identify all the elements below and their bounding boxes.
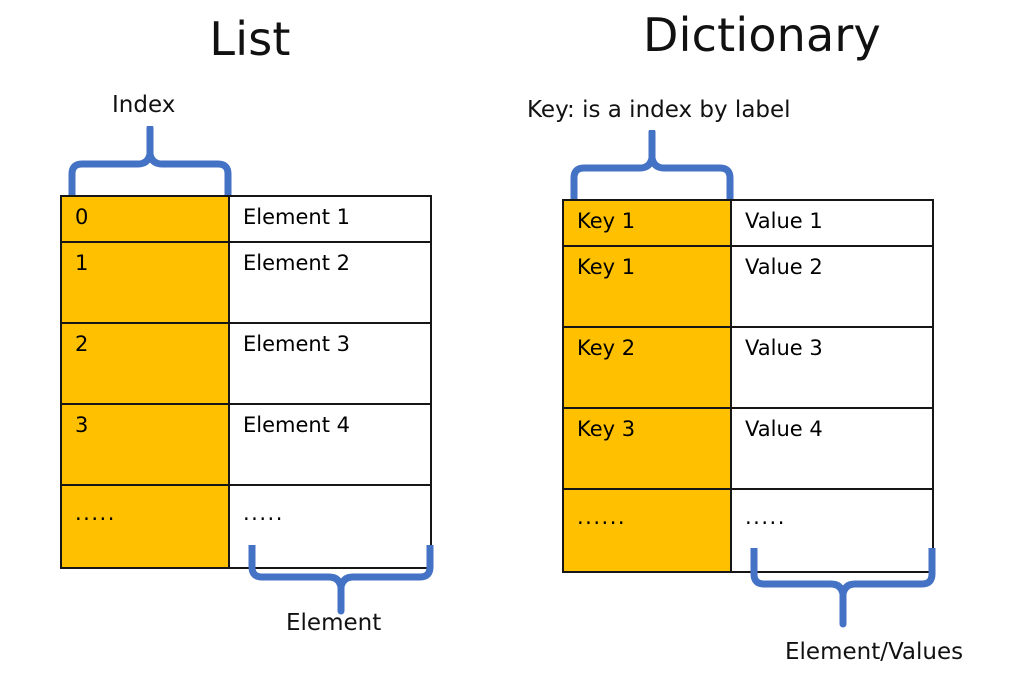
list-index-cell: 3 (62, 404, 230, 484)
list-element-cell: Element 3 (230, 323, 430, 403)
index-brace-icon (68, 124, 232, 200)
list-index-cell: 2 (62, 323, 230, 403)
table-row: 2 Element 3 (62, 323, 430, 405)
list-index-cell: 0 (62, 197, 230, 241)
key-label: Key: is a index by label (527, 97, 791, 123)
dict-key-cell-ellipsis: ...... (564, 489, 732, 571)
dict-key-cell: Key 3 (564, 408, 732, 488)
table-row: ...... ..... (564, 489, 932, 571)
list-element-cell-ellipsis: ..... (230, 485, 430, 567)
dict-value-cell: Value 1 (732, 201, 932, 245)
dict-value-cell: Value 4 (732, 408, 932, 488)
table-row: 3 Element 4 (62, 404, 430, 486)
dictionary-table: Key 1 Value 1 Key 1 Value 2 Key 2 Value … (562, 199, 934, 573)
list-index-cell-ellipsis: ..... (62, 485, 230, 567)
list-element-cell: Element 2 (230, 242, 430, 322)
table-row: ..... ..... (62, 485, 430, 567)
list-index-cell: 1 (62, 242, 230, 322)
element-label: Element (286, 610, 382, 636)
dict-value-cell: Value 2 (732, 246, 932, 326)
list-element-cell: Element 4 (230, 404, 430, 484)
table-row: Key 1 Value 2 (564, 246, 932, 328)
table-row: Key 1 Value 1 (564, 201, 932, 247)
list-title: List (209, 12, 291, 66)
list-table: 0 Element 1 1 Element 2 2 Element 3 3 El… (60, 195, 432, 569)
dict-key-cell: Key 1 (564, 246, 732, 326)
table-row: Key 3 Value 4 (564, 408, 932, 490)
dictionary-title: Dictionary (643, 8, 881, 62)
element-values-label: Element/Values (785, 639, 964, 665)
table-row: 1 Element 2 (62, 242, 430, 324)
list-element-cell: Element 1 (230, 197, 430, 241)
key-brace-icon (570, 128, 734, 204)
dict-key-cell: Key 1 (564, 201, 732, 245)
table-row: 0 Element 1 (62, 197, 430, 243)
dict-value-cell: Value 3 (732, 327, 932, 407)
table-row: Key 2 Value 3 (564, 327, 932, 409)
dict-value-cell-ellipsis: ..... (732, 489, 932, 571)
index-label: Index (112, 92, 176, 118)
dict-key-cell: Key 2 (564, 327, 732, 407)
